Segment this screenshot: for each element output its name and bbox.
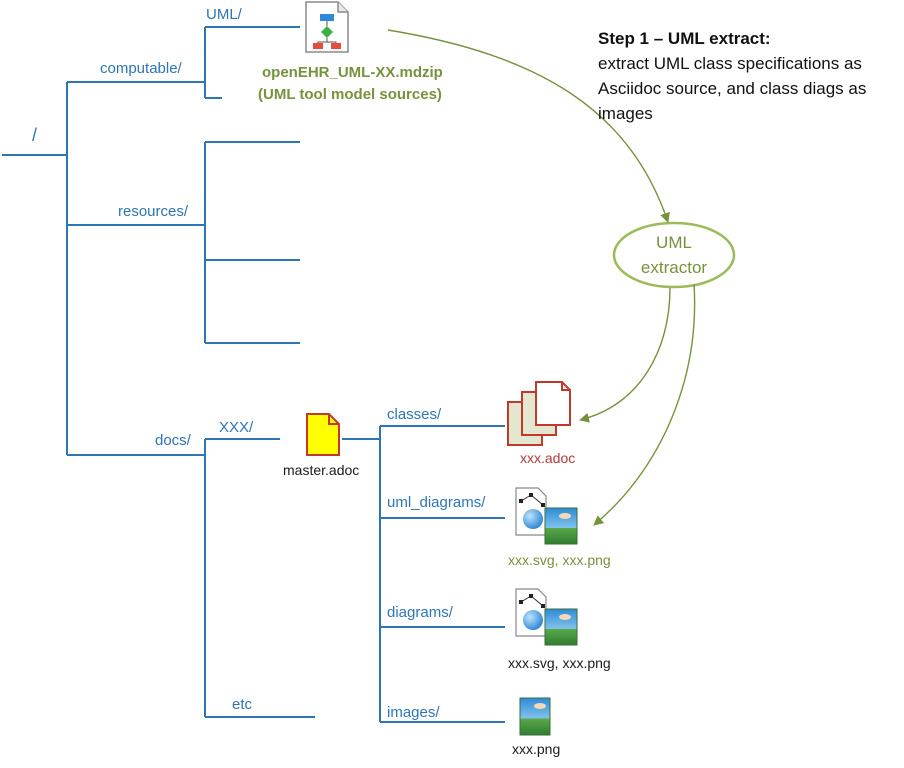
uml-extractor-label: UML extractor [614, 230, 734, 280]
arrow-extractor-to-adoc [579, 287, 671, 423]
master-adoc-icon [306, 413, 340, 456]
diagrams-icon [515, 588, 578, 646]
folder-uml[interactable]: UML/ [206, 6, 242, 23]
mdzip-description: (UML tool model sources) [258, 86, 442, 103]
uml-extractor-line1: UML [656, 233, 692, 252]
uml-diagrams-files-label: xxx.svg, xxx.png [508, 552, 611, 568]
resources-subbranches [205, 141, 300, 344]
arrow-model-to-extractor [387, 29, 670, 223]
master-adoc-label: master.adoc [283, 462, 360, 478]
folder-computable[interactable]: computable/ [100, 60, 182, 77]
xxx-adoc-label: xxx.adoc [520, 450, 576, 466]
mdzip-filename: openEHR_UML-XX.mdzip [262, 64, 443, 81]
uml-diagrams-icon [515, 487, 578, 545]
step-title: Step 1 – UML extract: [598, 29, 771, 48]
uml-extractor-node [612, 221, 736, 289]
step-description: Step 1 – UML extract: extract UML class … [598, 26, 898, 126]
uml-extractor-line2: extractor [640, 258, 708, 277]
directory-tree [2, 26, 505, 723]
arrow-extractor-to-diagrams [593, 283, 696, 526]
folder-docs[interactable]: docs/ [155, 432, 191, 449]
folder-classes[interactable]: classes/ [387, 406, 442, 423]
step-text: extract UML class specifications as Asci… [598, 54, 867, 123]
png-file-label: xxx.png [512, 741, 561, 757]
folder-xxx[interactable]: XXX/ [219, 419, 254, 436]
root-label: / [32, 125, 38, 145]
flow-arrows [387, 29, 696, 526]
folder-images[interactable]: images/ [387, 704, 440, 721]
folder-uml-diagrams[interactable]: uml_diagrams/ [387, 494, 486, 511]
png-image-icon [519, 697, 551, 736]
folder-diagrams[interactable]: diagrams/ [387, 604, 453, 621]
diagrams-files-label: xxx.svg, xxx.png [508, 655, 611, 671]
folder-resources[interactable]: resources/ [118, 203, 189, 220]
uml-model-file-icon [305, 1, 349, 53]
folder-etc[interactable]: etc [232, 696, 253, 713]
adoc-files-icon [507, 381, 571, 446]
